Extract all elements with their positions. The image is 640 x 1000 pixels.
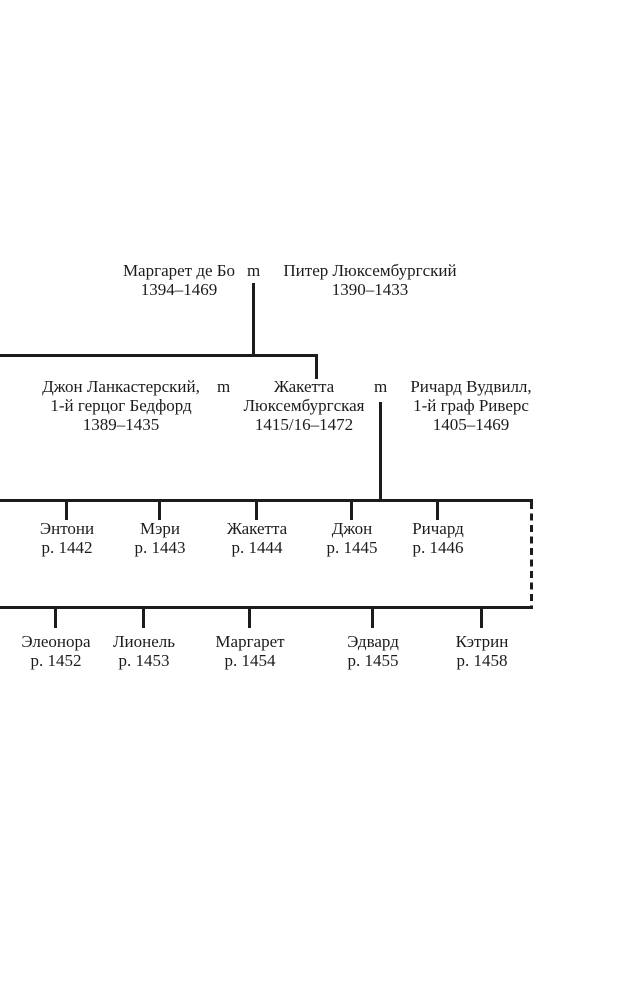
person-surname: Люксембургская xyxy=(243,396,365,415)
child-margaret: Маргарет р. 1454 xyxy=(205,632,295,670)
person-dates: 1405–1469 xyxy=(432,415,510,434)
marriage-descent-line xyxy=(252,283,255,357)
child-born: р. 1455 xyxy=(347,651,399,670)
person-dates: 1390–1433 xyxy=(331,280,409,299)
descent-to-jacquetta-line xyxy=(315,354,318,379)
person-name: Жакетта xyxy=(273,377,335,396)
child-born: р. 1443 xyxy=(134,538,186,557)
marriage-descent-line xyxy=(379,402,382,502)
person-name: Питер Люксембургский xyxy=(283,261,457,280)
child-name: Жакетта xyxy=(226,519,288,538)
sibling-line-2 xyxy=(0,606,533,609)
person-dates: 1415/16–1472 xyxy=(254,415,354,434)
child-tick xyxy=(371,606,374,628)
continuation-dashed-line xyxy=(530,502,533,606)
child-name: Лионель xyxy=(112,632,175,651)
child-tick xyxy=(248,606,251,628)
child-lionel: Лионель р. 1453 xyxy=(99,632,189,670)
child-born: р. 1444 xyxy=(231,538,283,557)
person-dates: 1389–1435 xyxy=(82,415,160,434)
child-born: р. 1454 xyxy=(224,651,276,670)
child-catherine: Кэтрин р. 1458 xyxy=(437,632,527,670)
child-tick xyxy=(65,499,68,520)
child-tick xyxy=(436,499,439,520)
child-edward: Эдвард р. 1455 xyxy=(328,632,418,670)
child-eleanor: Элеонора р. 1452 xyxy=(11,632,101,670)
child-name: Джон xyxy=(331,519,373,538)
person-margaret-de-baux: Маргарет де Бо 1394–1469 xyxy=(104,261,254,299)
child-name: Ричард xyxy=(412,519,464,538)
child-tick xyxy=(142,606,145,628)
child-born: р. 1458 xyxy=(456,651,508,670)
person-jacquetta-luxembourg: Жакетта Люксембургская 1415/16–1472 xyxy=(234,377,374,434)
child-richard: Ричард р. 1446 xyxy=(393,519,483,557)
person-dates: 1394–1469 xyxy=(140,280,218,299)
child-born: р. 1452 xyxy=(30,651,82,670)
marriage-symbol: m xyxy=(374,377,388,396)
child-tick xyxy=(255,499,258,520)
child-name: Энтони xyxy=(39,519,95,538)
person-peter-luxembourg: Питер Люксембургский 1390–1433 xyxy=(270,261,470,299)
child-tick xyxy=(158,499,161,520)
child-born: р. 1445 xyxy=(326,538,378,557)
child-name: Мэри xyxy=(139,519,180,538)
child-tick xyxy=(350,499,353,520)
person-name: Джон Ланкастерский, xyxy=(42,377,200,396)
child-mary: Мэри р. 1443 xyxy=(115,519,205,557)
marriage-symbol: m xyxy=(217,377,231,396)
child-tick xyxy=(54,606,57,628)
child-jacquetta: Жакетта р. 1444 xyxy=(212,519,302,557)
child-name: Маргарет xyxy=(215,632,285,651)
child-anthony: Энтони р. 1442 xyxy=(22,519,112,557)
child-born: р. 1442 xyxy=(41,538,93,557)
person-name: Маргарет де Бо xyxy=(122,261,236,280)
person-john-lancaster: Джон Ланкастерский, 1-й герцог Бедфорд 1… xyxy=(31,377,211,434)
child-name: Эдвард xyxy=(347,632,399,651)
child-name: Элеонора xyxy=(21,632,91,651)
marriage-horizontal-line xyxy=(0,354,318,357)
child-born: р. 1453 xyxy=(118,651,170,670)
person-name: Ричард Вудвилл, xyxy=(410,377,532,396)
person-title: 1-й граф Риверс xyxy=(413,396,529,415)
child-tick xyxy=(480,606,483,628)
person-richard-woodville: Ричард Вудвилл, 1-й граф Риверс 1405–146… xyxy=(396,377,546,434)
sibling-line-1 xyxy=(0,499,533,502)
marriage-symbol: m xyxy=(247,261,261,280)
child-born: р. 1446 xyxy=(412,538,464,557)
child-name: Кэтрин xyxy=(455,632,509,651)
person-title: 1-й герцог Бедфорд xyxy=(50,396,192,415)
child-john: Джон р. 1445 xyxy=(307,519,397,557)
